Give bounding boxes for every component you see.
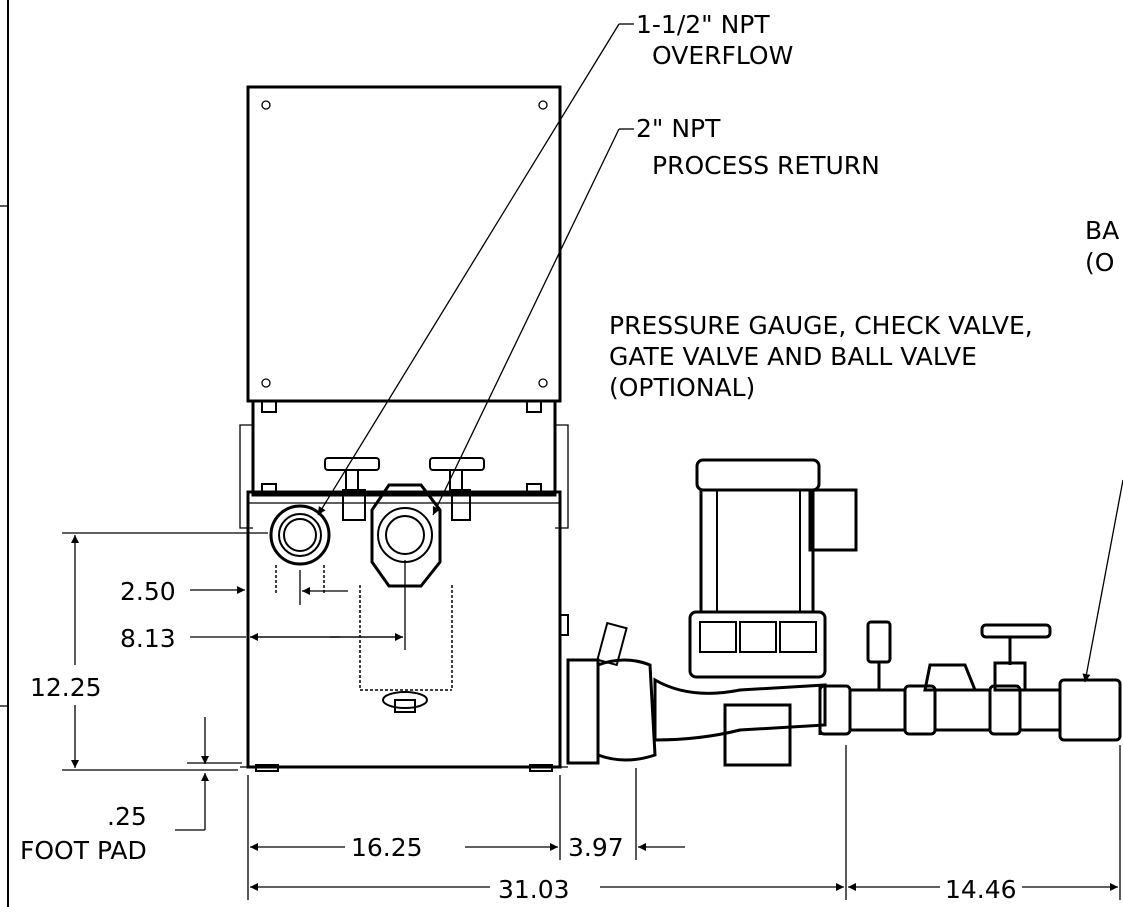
accessories-label-line3: (OPTIONAL): [609, 373, 755, 402]
tank-assembly: [239, 85, 569, 772]
overflow-size-label: 1-1/2" NPT: [636, 10, 770, 39]
process-return-fitting: [359, 483, 453, 713]
dimension-lines: [62, 532, 1121, 900]
pump-assembly: [566, 458, 858, 767]
dim-foot-pad-label: FOOT PAD: [20, 836, 147, 865]
dim-foot-pad-value: .25: [107, 802, 147, 831]
dim-31-03: 31.03: [498, 875, 570, 904]
process-return-label: PROCESS RETURN: [652, 151, 880, 180]
cut-off-callout-line1: BA: [1085, 216, 1119, 245]
cut-off-callout-line2: (O: [1085, 248, 1114, 277]
accessories-label-line1: PRESSURE GAUGE, CHECK VALVE,: [609, 311, 1033, 340]
dim-14-46: 14.46: [945, 875, 1017, 904]
dimension-labels: 2.50 8.13 12.25 .25 FOOT PAD 16.25 3.97 …: [20, 577, 1017, 904]
overflow-fitting: [269, 504, 331, 595]
dim-3-97: 3.97: [568, 833, 624, 862]
leader-lines: [317, 23, 1123, 683]
check-valve: [923, 663, 978, 692]
accessories-label-line2: GATE VALVE AND BALL VALVE: [609, 342, 977, 371]
tank-top-fittings: [324, 457, 485, 521]
gate-valve: [980, 623, 1052, 692]
discharge-piping: [818, 620, 1122, 742]
callout-labels: 1-1/2" NPT OVERFLOW 2" NPT PROCESS RETUR…: [609, 10, 1119, 402]
dim-12-25: 12.25: [30, 673, 102, 702]
process-return-size-label: 2" NPT: [636, 114, 721, 143]
dim-2-50: 2.50: [120, 577, 176, 606]
drawing-border: [0, 0, 9, 907]
dim-8-13: 8.13: [120, 624, 176, 653]
overflow-label: OVERFLOW: [652, 41, 793, 70]
dim-16-25: 16.25: [351, 833, 423, 862]
pressure-gauge: [866, 620, 892, 690]
